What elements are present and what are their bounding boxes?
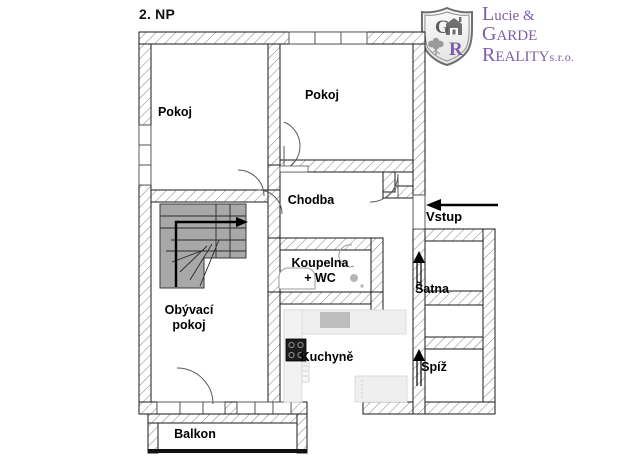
kitchen-sink-unit [320, 312, 350, 328]
annex-arrows [413, 251, 425, 386]
brand-line-3-rest: EALITY [495, 48, 550, 65]
entrance-label: Vstup [426, 209, 463, 224]
brand-line-2-drop: G [482, 23, 497, 46]
window-top-3 [340, 31, 368, 45]
bathroom-fixtures [278, 244, 364, 290]
brand-line-1-rest: ucie & [494, 8, 535, 24]
brand-suffix: s.r.o. [549, 49, 575, 64]
page-title: 2. NP [139, 6, 176, 22]
satna-arrow-head [413, 251, 425, 263]
window-right-entry [412, 194, 426, 230]
kitchen-counter-bottom [354, 375, 408, 403]
stair-direction-arrow-icon [174, 220, 238, 287]
brand-line-2: GARDE [482, 24, 574, 44]
window-left-2 [138, 144, 152, 166]
brand-line-1-drop: L [482, 3, 495, 25]
brand-line-3: REALITYs.r.o. [482, 45, 574, 65]
window-bottom-3 [202, 401, 226, 415]
toilet-icon [350, 274, 358, 282]
window-bottom-1 [156, 401, 181, 415]
shield-letter-g: G [435, 17, 450, 38]
satna-arrow-up-icon [416, 258, 422, 290]
tree-icon [428, 37, 444, 55]
kitchen-appliance [301, 361, 310, 383]
brand-line-2-rest: ARDE [496, 28, 538, 45]
window-bottom-4 [236, 401, 256, 415]
brand-text: Lucie & GARDE REALITYs.r.o. [482, 4, 574, 65]
floor-drain-icon [360, 284, 364, 288]
window-bottom-6 [272, 401, 292, 415]
window-bottom-2 [179, 401, 204, 415]
brand-line-1: Lucie & [482, 4, 574, 24]
house-icon [446, 17, 462, 35]
door-obyvaci [176, 367, 214, 405]
stair-arrow-head [236, 217, 248, 227]
stove-icon [285, 338, 307, 362]
doors-group [176, 121, 399, 405]
shield-letter-r: R [449, 39, 463, 60]
window-bottom-5 [254, 401, 274, 415]
stove-burners [288, 341, 304, 359]
staircase [159, 203, 248, 289]
bathtub-icon [278, 267, 316, 290]
shield-icon: G R [416, 5, 478, 67]
door-pokoj-left [237, 169, 265, 197]
balcony [147, 413, 308, 454]
spiz-arrow-head [413, 349, 425, 361]
windows-group [138, 31, 426, 415]
entrance-arrow-left-icon [426, 199, 498, 211]
window-left-3 [138, 164, 152, 186]
window-left-1 [138, 124, 152, 146]
door-chodba-obyvaci [257, 189, 283, 215]
kitchen-furniture [283, 309, 408, 403]
company-logo: G R Lucie & GARDE REALITYs.r.o. [416, 2, 622, 70]
window-top-1 [288, 31, 316, 45]
brand-line-3-drop: R [482, 43, 496, 66]
window-top-2 [314, 31, 342, 45]
sink-icon [338, 244, 355, 268]
